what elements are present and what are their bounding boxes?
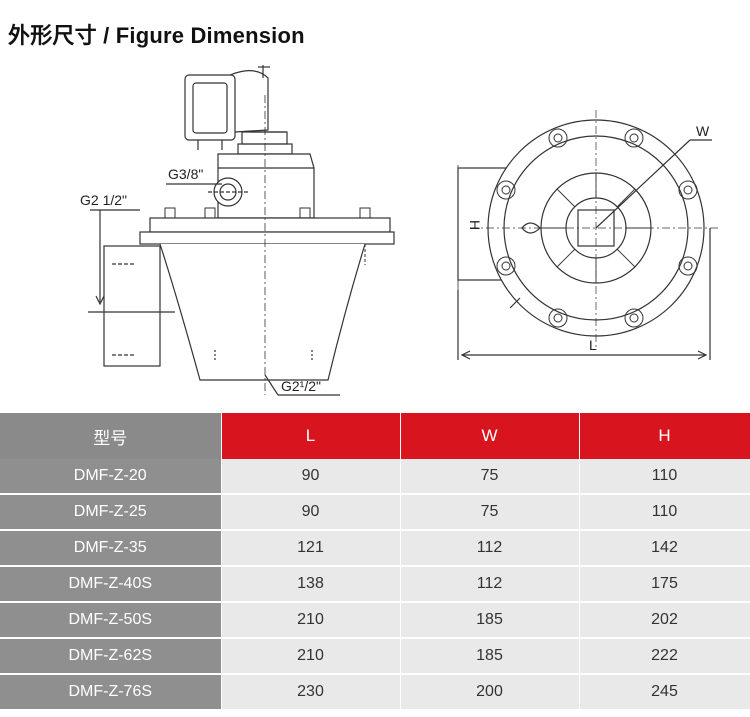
h-cell: 110 <box>579 459 750 495</box>
g3-8-label: G3/8" <box>168 166 203 182</box>
l-cell: 90 <box>221 494 401 531</box>
side-view-drawing <box>88 65 395 396</box>
l-cell: 90 <box>221 459 401 495</box>
w-cell: 185 <box>400 638 580 675</box>
h-label: H <box>467 220 483 230</box>
w-cell: 75 <box>400 494 580 531</box>
h-cell: 175 <box>579 566 750 603</box>
w-cell: 112 <box>400 566 580 603</box>
model-cell: DMF-Z-50S <box>0 602 222 639</box>
l-cell: 230 <box>221 674 401 711</box>
header-model: 型号 <box>0 413 222 459</box>
table-row: DMF-Z-40S 138 112 175 <box>0 566 750 603</box>
figure-dimension-drawing: G3/8" G2 1/2" G2¹/2" W L H <box>0 50 750 412</box>
w-cell: 185 <box>400 602 580 639</box>
model-cell: DMF-Z-35 <box>0 530 222 567</box>
header-l: L <box>221 413 401 459</box>
w-cell: 112 <box>400 530 580 567</box>
l-cell: 121 <box>221 530 401 567</box>
model-cell: DMF-Z-20 <box>0 459 222 495</box>
w-label: W <box>696 123 710 139</box>
table-row: DMF-Z-76S 230 200 245 <box>0 674 750 711</box>
table-row: DMF-Z-50S 210 185 202 <box>0 602 750 639</box>
l-cell: 210 <box>221 638 401 675</box>
table-row: DMF-Z-20 90 75 110 <box>0 459 750 495</box>
l-cell: 210 <box>221 602 401 639</box>
h-cell: 222 <box>579 638 750 675</box>
table-row: DMF-Z-35 121 112 142 <box>0 530 750 567</box>
h-cell: 110 <box>579 494 750 531</box>
w-cell: 75 <box>400 459 580 495</box>
h-cell: 245 <box>579 674 750 711</box>
model-cell: DMF-Z-62S <box>0 638 222 675</box>
spec-table: 型号 L W H DMF-Z-20 90 75 110 DMF-Z-25 90 … <box>0 413 750 711</box>
header-h: H <box>579 413 750 459</box>
table-header-row: 型号 L W H <box>0 413 750 459</box>
h-cell: 142 <box>579 530 750 567</box>
model-cell: DMF-Z-25 <box>0 494 222 531</box>
g2-half-label: G2 1/2" <box>80 192 127 208</box>
w-cell: 200 <box>400 674 580 711</box>
table-row: DMF-Z-25 90 75 110 <box>0 494 750 531</box>
l-cell: 138 <box>221 566 401 603</box>
table-row: DMF-Z-62S 210 185 222 <box>0 638 750 675</box>
header-w: W <box>400 413 580 459</box>
l-label: L <box>589 337 597 353</box>
g2-half-bottom-label: G2¹/2" <box>281 378 321 394</box>
top-view-drawing <box>457 110 720 360</box>
page-title: 外形尺寸 / Figure Dimension <box>8 23 305 48</box>
h-cell: 202 <box>579 602 750 639</box>
model-cell: DMF-Z-76S <box>0 674 222 711</box>
model-cell: DMF-Z-40S <box>0 566 222 603</box>
